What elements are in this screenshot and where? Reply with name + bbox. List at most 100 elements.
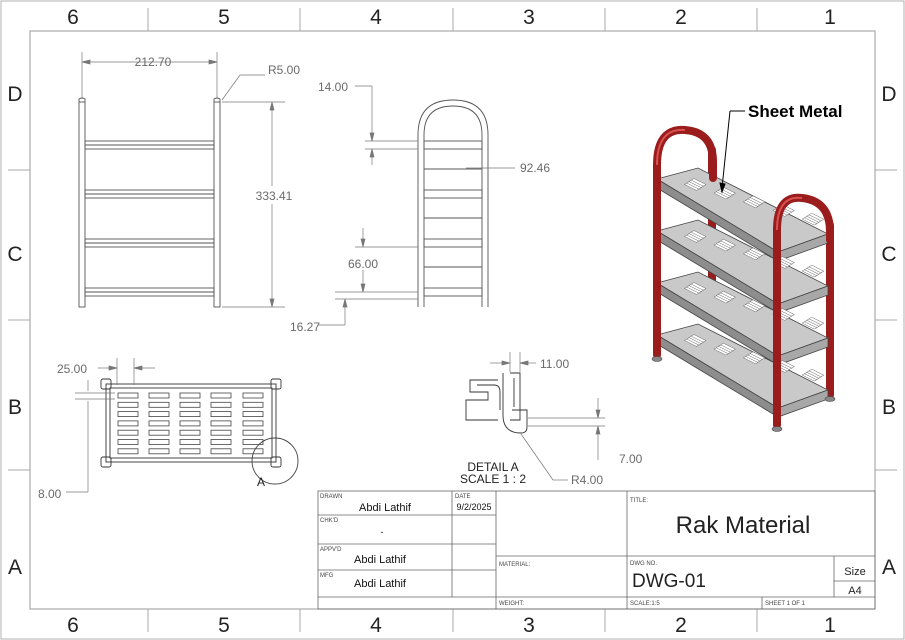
zone-row-left-c: C [7,243,22,266]
top-view [100,378,282,468]
dim-detail-radius: R4.00 [571,473,603,487]
callout-leader [719,110,745,194]
zone-row-right-b: B [882,396,896,419]
top-view-slot [210,448,232,455]
iso-shelf-slot [808,264,825,274]
dim-top-offset: 14.00 [318,80,348,94]
top-view-slot [210,401,232,408]
dim-width: 212.70 [135,55,172,69]
dim-detail-width: 11.00 [540,357,569,371]
top-view-slot [148,420,170,427]
iso-shelf-slot [719,238,737,248]
iso-foot [651,356,663,362]
title-block [317,490,876,610]
tb-weight-label: WEIGHT: [499,601,524,607]
zone-row-right-a: A [882,556,896,579]
tb-title: Rak Material [676,512,811,539]
top-view-slot [242,401,264,408]
tb-mfg: Abdi Lathif [354,578,407,590]
zone-col-top-2: 2 [675,6,687,29]
zone-col-top-3: 3 [523,6,535,29]
top-view-slot [179,429,201,436]
zone-col-top-5: 5 [218,6,230,29]
top-dim-lines [66,358,155,493]
top-view-slot [117,439,139,445]
top-view-slot [210,439,232,445]
top-view-slot [242,392,264,399]
top-view-slot [117,448,139,455]
tb-size: A4 [848,585,861,597]
tb-dwg: DWG-01 [632,571,706,592]
top-view-slot [179,439,201,445]
top-view-slot [117,420,139,427]
dim-slot-edge: 8.00 [38,487,62,501]
top-view-slot [242,439,264,445]
iso-shelf-slot [749,299,766,308]
tb-drawn-label: DRAWN [320,494,342,500]
zone-col-bottom-5: 5 [218,614,230,637]
front-view [78,97,221,308]
top-view-slot [179,411,201,418]
tb-sheet: SHEET 1 OF 1 [765,601,806,607]
sheet-metal-callout: Sheet Metal [748,102,842,121]
zone-row-right-c: C [881,243,896,266]
side-dim-lines [318,85,515,326]
top-view-slot [179,401,201,408]
tb-mfg-label: MFG [320,573,334,579]
top-view-slot [210,420,232,427]
tb-chkd: - [381,527,384,537]
zone-row-left-d: D [7,83,22,106]
iso-shelf-slot [719,290,737,300]
isometric-view [651,125,836,432]
iso-shelf-slot [749,195,766,204]
detail-title: DETAIL A [467,460,518,474]
tb-material-label: MATERIAL: [499,562,531,568]
zone-row-right-d: D [881,83,896,106]
top-view-slot [148,439,170,445]
top-view-slot [179,420,201,427]
zone-col-bottom-1: 1 [824,614,836,637]
iso-shelf-slot [690,334,707,343]
iso-shelf-slot [808,368,825,378]
iso-shelf-slot [808,212,825,222]
zone-col-bottom-2: 2 [675,614,687,637]
top-view-slots [117,392,264,455]
iso-frame-highlight [776,196,803,231]
zone-col-bottom-6: 6 [67,614,79,637]
zone-ticks [8,8,897,632]
tb-appvd-label: APPV'D [320,547,342,553]
iso-shelf-slot [719,342,737,352]
top-view-slot [117,401,139,408]
iso-frame-highlight [656,128,686,166]
top-view-slot [148,392,170,399]
iso-shelf-slot [690,230,707,239]
detail-scale: SCALE 1 : 2 [460,472,526,486]
iso-foot [771,426,783,432]
zone-row-left-a: A [8,556,22,579]
top-view-slot [242,411,264,418]
iso-shelf-slot [749,247,766,256]
dim-shelf-pitch: 66.00 [348,257,378,271]
front-dim-lines [81,52,285,308]
top-view-slot [117,411,139,418]
zone-col-top-6: 6 [67,6,79,29]
dim-depth: 92.46 [520,161,550,175]
top-view-slot [242,420,264,427]
iso-shelf-slot [690,282,707,291]
detail-dim-lines [490,352,605,481]
top-view-slot [148,448,170,455]
tb-date-label: DATE [455,494,471,500]
tb-dwg-label: DWG NO. [630,561,657,567]
tb-date: 9/2/2025 [456,502,491,512]
top-view-slot [210,411,232,418]
zone-col-top-4: 4 [370,6,382,29]
top-view-slot [117,429,139,436]
detail-marker: A [257,475,265,489]
zone-row-left-b: B [8,396,22,419]
dim-detail-height: 7.00 [619,452,643,466]
zone-col-bottom-3: 3 [523,614,535,637]
top-view-slot [148,429,170,436]
tb-title-label: TITLE: [630,498,648,504]
